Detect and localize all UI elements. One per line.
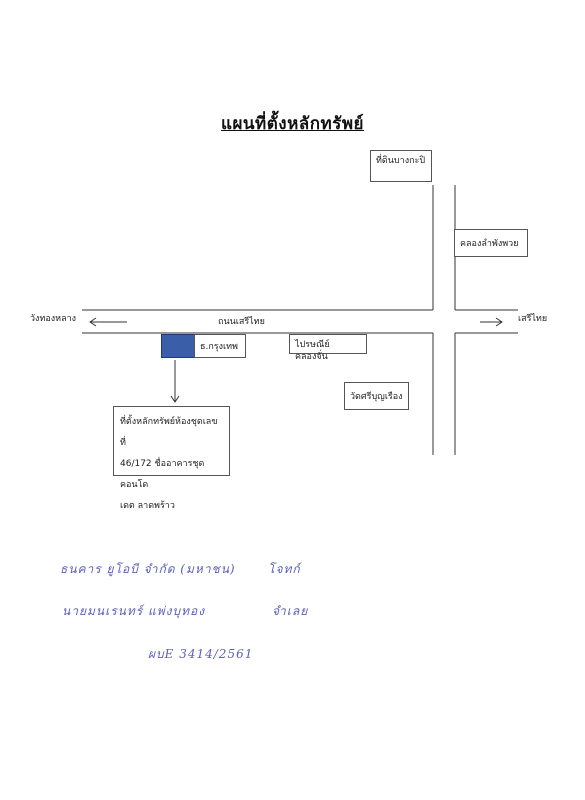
post-office-box: ไปรษณีย์คลองจั่น xyxy=(289,334,367,362)
property-marker xyxy=(161,334,195,358)
signature-defendant: นายมนเรนทร์ แพ่งบุทอง xyxy=(62,604,206,618)
west-arrow-head xyxy=(89,317,97,327)
case-number: ผบE 3414/2561 xyxy=(148,647,254,661)
property-line-3: เดต ลาดพร้าว xyxy=(120,501,175,511)
signature-plaintiff: ธนคาร ยูโอบี จำกัด (มหาชน) xyxy=(60,562,236,576)
east-arrow-head xyxy=(495,317,503,327)
signature-plaintiff-role: โจทก์ xyxy=(268,562,301,576)
property-line-1: ที่ตั้งหลักทรัพย์ห้องชุดเลขที่ xyxy=(120,417,218,448)
temple-box: วัดศรีบุญเรือง xyxy=(344,382,409,410)
signature-defendant-role: จำเลย xyxy=(272,604,309,618)
post-office-label: ไปรษณีย์คลองจั่น xyxy=(295,340,330,362)
bank-label: ธ.กรุงเทพ xyxy=(200,342,238,352)
pointer-arrow-head xyxy=(170,395,180,403)
north-area-label: ที่ดินบางกะปิ xyxy=(376,156,426,166)
temple-label: วัดศรีบุญเรือง xyxy=(350,392,403,402)
road-label: ถนนเสรีไทย xyxy=(218,317,265,327)
canal-box: คลองลำพังพวย xyxy=(454,229,528,257)
map-title: แผนที่ตั้งหลักทรัพย์ xyxy=(220,114,364,134)
property-line-2: 46/172 ชื่ออาคารชุด คอนโด xyxy=(120,459,205,490)
east-direction-label: เสรีไทย xyxy=(518,314,548,324)
bank-box: ธ.กรุงเทพ xyxy=(194,334,246,358)
canal-label: คลองลำพังพวย xyxy=(460,239,519,249)
property-info-box: ที่ตั้งหลักทรัพย์ห้องชุดเลขที่ 46/172 ชื… xyxy=(113,406,230,511)
west-direction-label: วังทองหลาง xyxy=(30,314,77,324)
north-area-box: ที่ดินบางกะปิ xyxy=(370,150,432,182)
